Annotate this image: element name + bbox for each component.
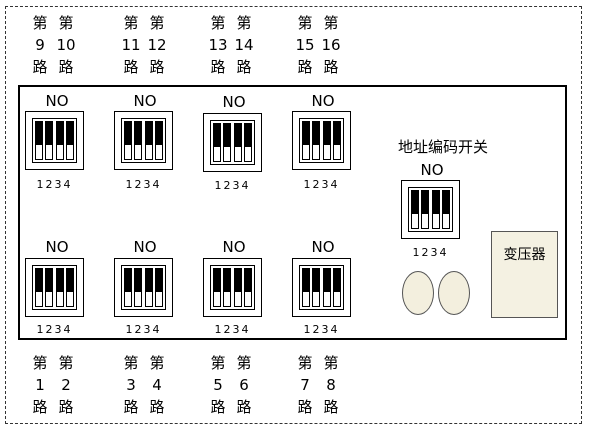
- dip-no-label: NO: [45, 92, 69, 110]
- dip-switch-13-14[interactable]: [203, 113, 262, 172]
- dip-switch-5-6[interactable]: [203, 258, 262, 317]
- address-dip-switch[interactable]: [401, 180, 460, 239]
- dip-no-label: NO: [311, 238, 335, 256]
- dip-pin-numbers: 1234: [303, 178, 340, 191]
- capacitor-oval: [438, 271, 470, 315]
- dip-pin-numbers: 1234: [214, 323, 251, 336]
- dip-no-label: NO: [222, 93, 246, 111]
- dip-pin-numbers: 1234: [214, 179, 251, 192]
- dip-pin-numbers: 1234: [36, 323, 73, 336]
- dip-switch-15-16[interactable]: [292, 111, 351, 170]
- address-pin-numbers: 1234: [412, 246, 449, 259]
- dip-pin-numbers: 1234: [36, 178, 73, 191]
- dip-switch-7-8[interactable]: [292, 258, 351, 317]
- transformer-label: 变压器: [503, 247, 546, 263]
- dip-no-label: NO: [133, 92, 157, 110]
- transformer-box: 变压器: [491, 231, 558, 318]
- dip-no-label: NO: [133, 238, 157, 256]
- address-switch-title: 地址编码开关: [398, 138, 489, 156]
- dip-pin-numbers: 1234: [303, 323, 340, 336]
- dip-no-label: NO: [222, 238, 246, 256]
- dip-switch-3-4[interactable]: [114, 258, 173, 317]
- dip-no-label: NO: [45, 238, 69, 256]
- capacitor-oval: [402, 271, 434, 315]
- dip-pin-numbers: 1234: [125, 323, 162, 336]
- dip-switch-1-2[interactable]: [25, 258, 84, 317]
- dip-switch-11-12[interactable]: [114, 111, 173, 170]
- outer-frame: [5, 6, 582, 424]
- dip-pin-numbers: 1234: [125, 178, 162, 191]
- address-no-label: NO: [420, 161, 444, 179]
- dip-switch-9-10[interactable]: [25, 111, 84, 170]
- dip-no-label: NO: [311, 92, 335, 110]
